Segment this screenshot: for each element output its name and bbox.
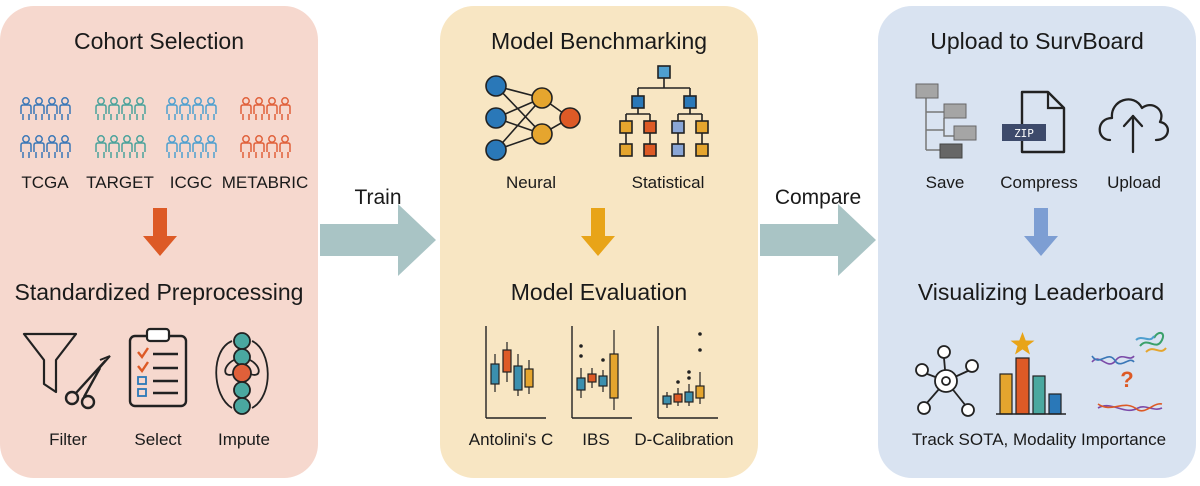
down-arrow-icon — [1024, 208, 1058, 256]
metric-label-antolini-c: Antolini's C — [468, 430, 554, 449]
leaderboard-bar-icon — [996, 357, 1066, 415]
clipboard-checklist-icon — [128, 327, 188, 408]
zip-file-icon: ZIP — [1002, 90, 1066, 154]
ibs-boxplot-icon — [571, 326, 632, 419]
cloud-upload-icon — [1098, 98, 1169, 154]
down-arrow-icon — [581, 208, 615, 256]
scissors-icon — [64, 355, 111, 410]
step-label-filter: Filter — [49, 430, 87, 449]
dataset-label-icgc: ICGC — [169, 173, 213, 192]
target-cohort-icon — [95, 97, 146, 159]
neural-network-icon — [485, 75, 581, 161]
protein-structure-icon — [1135, 332, 1167, 353]
visualizing-leaderboard-title: Visualizing Leaderboard — [917, 279, 1165, 305]
upload-survboard-title: Upload to SurvBoard — [930, 28, 1144, 54]
model-evaluation-title: Model Evaluation — [510, 279, 688, 305]
tcga-cohort-icon — [20, 97, 71, 159]
filter-funnel-icon — [22, 332, 78, 394]
dataset-label-metabric: METABRIC — [221, 173, 309, 192]
icgc-cohort-icon — [166, 97, 217, 159]
star-icon — [1010, 332, 1035, 355]
dataset-label-target: TARGET — [86, 173, 154, 192]
train-arrow-icon — [320, 204, 436, 276]
cohort-selection-title: Cohort Selection — [73, 28, 245, 54]
impute-network-icon — [215, 332, 269, 415]
metabric-cohort-icon — [240, 97, 291, 159]
step-label-impute: Impute — [218, 430, 270, 449]
model-benchmarking-title: Model Benchmarking — [490, 28, 708, 54]
action-label-upload: Upload — [1107, 173, 1161, 192]
metric-label-d-calibration: D-Calibration — [634, 430, 734, 449]
decision-tree-icon — [619, 65, 709, 157]
step-label-select: Select — [134, 430, 182, 449]
modality-dna-icon — [1091, 355, 1163, 412]
metric-label-ibs: IBS — [582, 430, 610, 449]
d-calibration-boxplot-icon — [657, 326, 718, 419]
train-label: Train — [354, 186, 402, 209]
model-type-neural: Neural — [505, 173, 557, 192]
antolini-c-boxplot-icon — [485, 326, 546, 419]
down-arrow-icon — [143, 208, 177, 256]
question-mark-icon: ? — [1120, 367, 1133, 392]
compare-label: Compare — [774, 186, 862, 209]
standardized-preprocessing-title: Standardized Preprocessing — [14, 279, 304, 305]
model-type-statistical: Statistical — [631, 173, 705, 192]
track-sota-caption: Track SOTA, Modality Importance — [911, 430, 1167, 449]
zip-label: ZIP — [1014, 127, 1034, 140]
action-label-compress: Compress — [1000, 173, 1078, 192]
save-file-tree-icon — [915, 83, 977, 159]
dataset-label-tcga: TCGA — [21, 173, 69, 192]
network-users-icon — [915, 345, 979, 417]
compare-arrow-icon — [760, 204, 876, 276]
action-label-save: Save — [925, 173, 965, 192]
